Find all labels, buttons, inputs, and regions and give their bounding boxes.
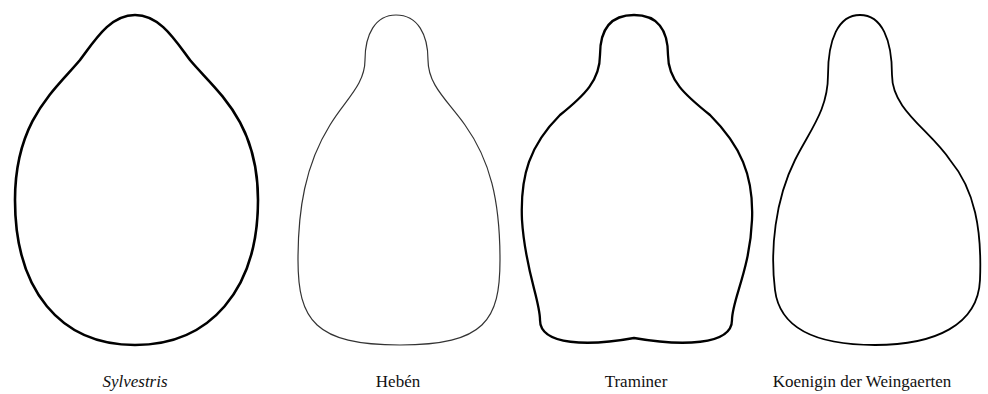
variety-label: Sylvestris (102, 372, 167, 392)
variety-label: Hebén (376, 372, 420, 392)
seed-outline (522, 15, 752, 343)
seed-outline (15, 15, 258, 345)
seed-outline (298, 15, 500, 345)
variety-label: Koenigin der Weingaerten (773, 372, 952, 392)
seed-outline (773, 15, 980, 345)
variety-label: Traminer (605, 372, 668, 392)
